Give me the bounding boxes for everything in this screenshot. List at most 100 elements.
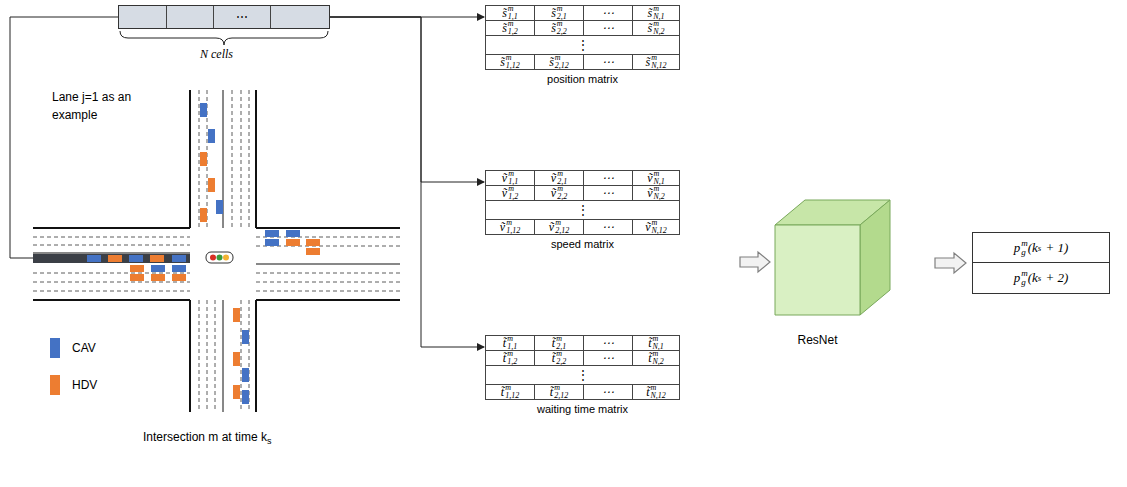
- superscript: m: [508, 5, 518, 13]
- math-base: t̃: [648, 336, 651, 351]
- strip-cell: [271, 6, 329, 28]
- index-stack: m2,12: [555, 54, 569, 70]
- matrix-cell: ⋯: [584, 21, 633, 36]
- output-box: pmg(ks+ 1)pmg(ks+ 2): [972, 232, 1110, 294]
- subscript: 2,2: [556, 358, 566, 366]
- subscript: N,2: [653, 358, 664, 366]
- matrix-grid: s̃m1,1s̃m2,1⋯s̃mN,1s̃m1,2s̃m2,2⋯s̃mN,2s̃…: [485, 5, 680, 70]
- index-stack: m1,2: [508, 185, 518, 201]
- vertical-ellipsis: ⋮: [577, 203, 589, 217]
- matrix-cell: ⋯: [584, 385, 633, 400]
- subscript: s: [267, 436, 272, 446]
- math-base: t̃: [550, 385, 553, 400]
- superscript: m: [653, 20, 664, 28]
- cube-face: [775, 225, 860, 315]
- math-base: ṽ: [645, 220, 650, 235]
- superscript: m: [555, 219, 569, 227]
- subscript: 1,2: [508, 193, 518, 201]
- math-base: t̃: [552, 351, 555, 366]
- math-base: s̃: [647, 21, 652, 36]
- math-base: s̃: [551, 21, 556, 36]
- output-row: pmg(ks+ 2): [973, 263, 1109, 293]
- matrix-cell: s̃m2,1: [535, 6, 584, 21]
- math-base: s̃: [502, 6, 507, 21]
- index-stack: mN,2: [653, 20, 664, 36]
- superscript: m: [505, 384, 519, 392]
- matrix-cell: s̃mN,1: [633, 6, 680, 21]
- superscript: m: [1021, 239, 1028, 248]
- vertical-ellipsis: ⋮: [577, 38, 589, 52]
- matrix-cell: t̃m2,1: [535, 336, 584, 351]
- matrix-cell: t̃mN,2: [633, 351, 680, 366]
- index-stack: m2,2: [557, 185, 567, 201]
- matrix-cell: ⋮: [486, 201, 680, 220]
- superscript: m: [556, 350, 566, 358]
- legend-text: HDV: [72, 378, 97, 392]
- math-text: (k: [1028, 240, 1038, 256]
- matrix-cell: ṽm2,1: [535, 171, 584, 186]
- matrix-cell: ṽm1,12: [486, 220, 535, 235]
- matrix-cell: ⋯: [584, 336, 633, 351]
- subscript: 1,2: [507, 358, 517, 366]
- superscript: m: [557, 5, 567, 13]
- superscript: m: [508, 20, 518, 28]
- cube-shape: [770, 195, 895, 355]
- matrix-cell: t̃m1,2: [486, 351, 535, 366]
- index-stack: m1,12: [506, 54, 520, 70]
- math-base: s̃: [549, 55, 554, 70]
- index-stack: mN,1: [653, 5, 664, 21]
- index-stack: mN,12: [651, 219, 666, 235]
- matrix-cell: ⋯: [584, 6, 633, 21]
- math-base: ṽ: [549, 220, 554, 235]
- index-stack: m1,2: [508, 20, 518, 36]
- math-text: + 2): [1045, 270, 1068, 286]
- index-stack: m1,12: [506, 219, 520, 235]
- matrix-cell: t̃m1,1: [486, 336, 535, 351]
- superscript: m: [653, 170, 664, 178]
- matrix-cell: s̃m1,1: [486, 6, 535, 21]
- superscript: m: [506, 219, 520, 227]
- matrix-cell: t̃m2,12: [535, 385, 584, 400]
- note-label: Lane j=1 as an example: [52, 88, 132, 124]
- connector-arrow: [330, 17, 484, 347]
- math-base: ṽ: [502, 171, 507, 186]
- index-stack: m1,1: [508, 5, 518, 21]
- math-base: ṽ: [502, 186, 507, 201]
- matrix-cell: s̃mN,12: [633, 55, 680, 70]
- ellipsis: ⋯: [602, 21, 614, 36]
- subscript: s: [1038, 273, 1042, 283]
- subscript: g: [1021, 278, 1028, 287]
- subscript: 1,12: [506, 62, 520, 70]
- caption-label: Intersection m at time k: [143, 430, 267, 444]
- superscript: m: [554, 384, 568, 392]
- block-arrow: [935, 253, 966, 273]
- math-base: t̃: [503, 351, 506, 366]
- matrix-cell: ṽmN,2: [633, 186, 680, 201]
- subscript: N,12: [651, 62, 666, 70]
- subscript: 2,12: [555, 62, 569, 70]
- superscript: m: [507, 335, 517, 343]
- matrix-caption: waiting time matrix: [485, 403, 680, 415]
- math-base: t̃: [648, 351, 651, 366]
- ellipsis: ⋯: [602, 171, 614, 186]
- math-base: s̃: [500, 55, 505, 70]
- subscript: g: [1021, 248, 1028, 257]
- subscript: N,2: [653, 28, 664, 36]
- superscript: m: [651, 54, 666, 62]
- subscript: 2,2: [557, 193, 567, 201]
- superscript: m: [508, 185, 518, 193]
- math-base: ṽ: [647, 171, 652, 186]
- matrix-cell: ⋯: [584, 220, 633, 235]
- ellipsis: ⋯: [602, 55, 614, 70]
- superscript: m: [653, 185, 664, 193]
- legend-text: CAV: [72, 341, 96, 355]
- index-stack: m2,12: [554, 384, 568, 400]
- superscript: m: [506, 54, 520, 62]
- index-stack: m2,1: [557, 170, 567, 186]
- lane-markings: [33, 90, 400, 412]
- index-stack: mg: [1021, 239, 1028, 257]
- superscript: m: [651, 219, 666, 227]
- superscript: m: [653, 5, 664, 13]
- strip-cell: [119, 6, 167, 28]
- math-base: s̃: [645, 55, 650, 70]
